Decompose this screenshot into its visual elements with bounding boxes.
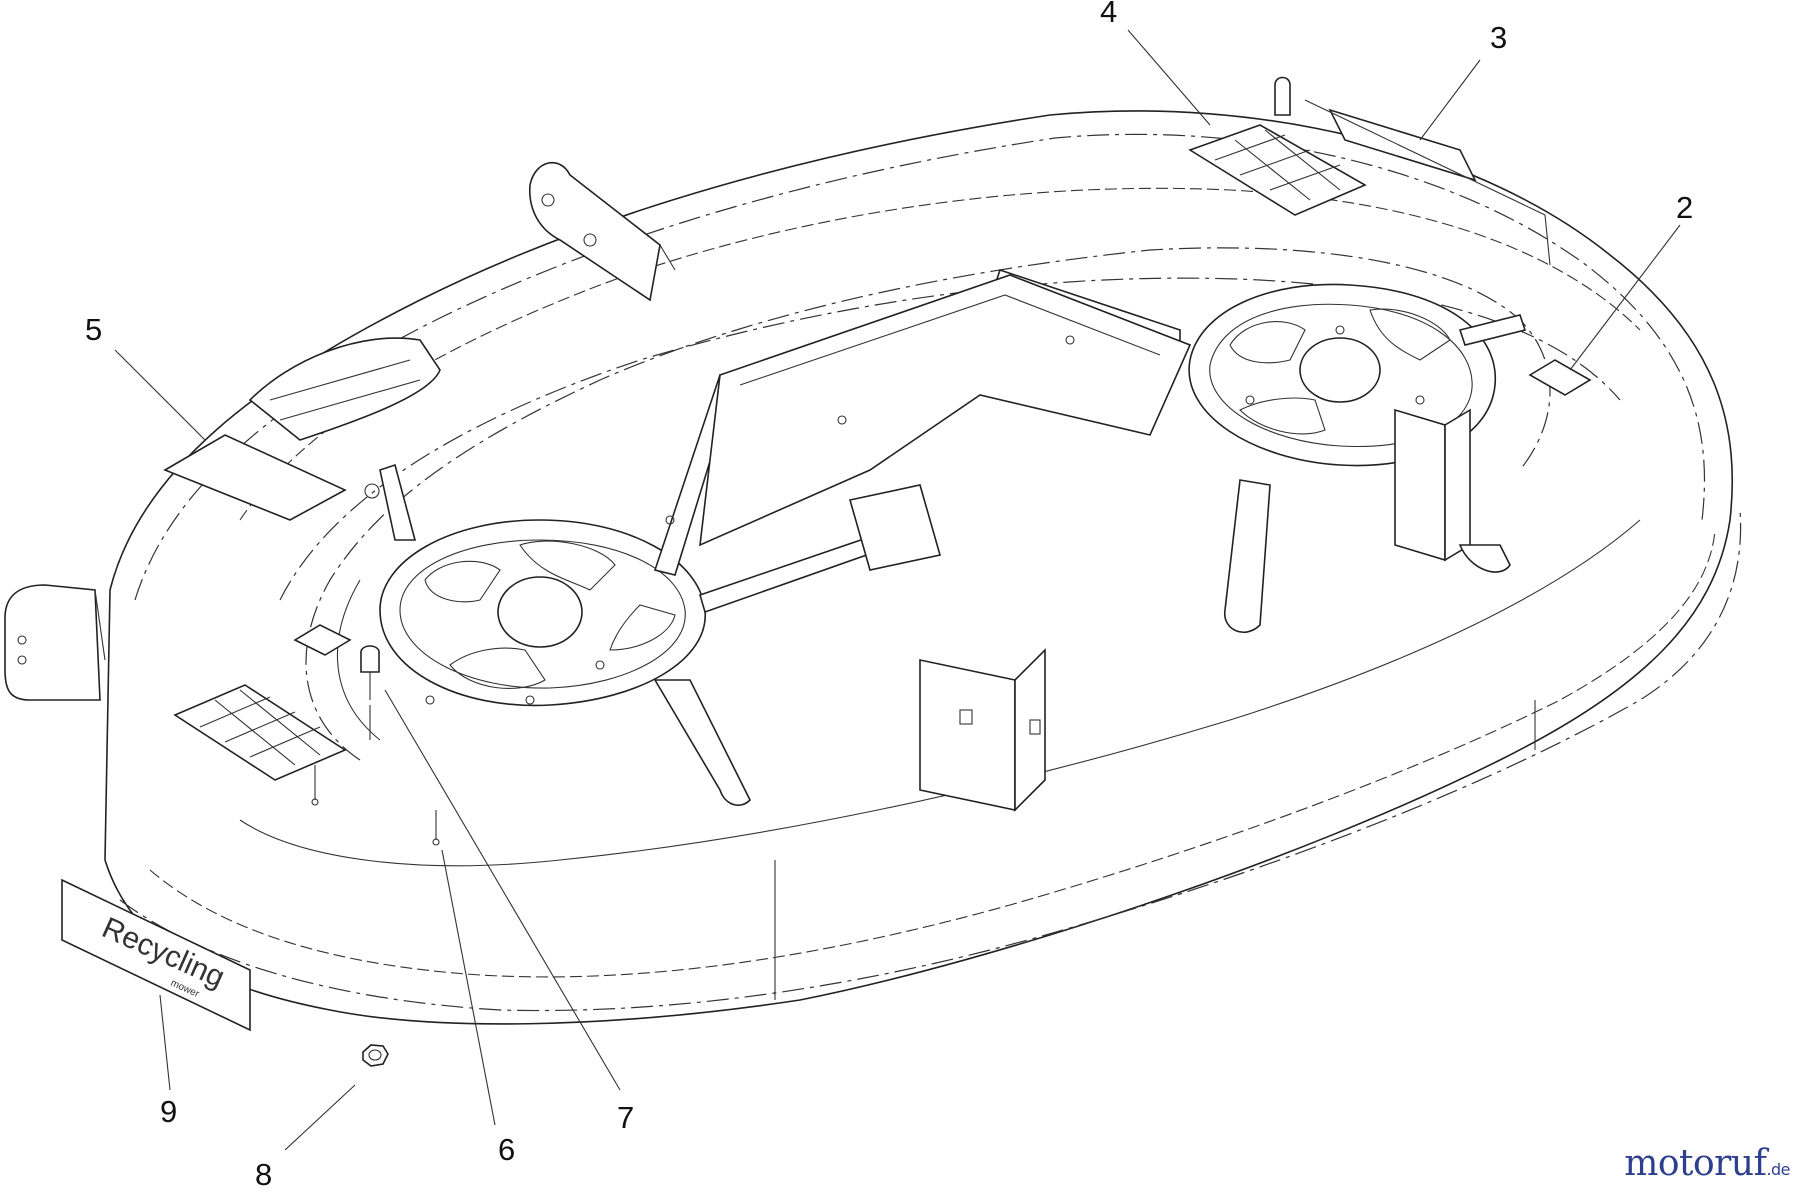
small-decal-right xyxy=(1528,359,1592,396)
callout-5: 5 xyxy=(85,312,102,347)
callout-labels: 4 3 2 5 6 7 8 9 xyxy=(85,0,1693,1192)
safety-decal-front xyxy=(173,684,347,781)
deck-housing xyxy=(104,110,1742,1025)
watermark: motoruf.de xyxy=(1624,1143,1790,1184)
watermark-suffix: .de xyxy=(1766,1160,1790,1179)
rivet-pins xyxy=(311,705,440,846)
callout-2: 2 xyxy=(1676,190,1693,225)
callout-7: 7 xyxy=(617,1100,634,1135)
bolt xyxy=(360,645,380,700)
nut xyxy=(362,1044,389,1067)
center-baffle xyxy=(699,274,1192,571)
left-spindle xyxy=(364,373,897,806)
small-decal-left xyxy=(293,624,352,656)
rear-channel xyxy=(1274,76,1551,266)
callout-6: 6 xyxy=(498,1132,515,1167)
callout-9: 9 xyxy=(160,1094,177,1129)
callout-8: 8 xyxy=(255,1157,272,1192)
left-mount-bracket xyxy=(4,584,106,701)
callout-3: 3 xyxy=(1490,20,1507,55)
front-bracket xyxy=(919,408,1511,812)
leader-lines xyxy=(114,29,1681,1151)
safety-decal-rear xyxy=(1188,124,1367,216)
rear-hanger-bracket xyxy=(529,161,676,302)
watermark-name: motoruf xyxy=(1624,1143,1767,1184)
callout-4: 4 xyxy=(1100,0,1117,29)
discharge-deflector xyxy=(163,337,441,521)
